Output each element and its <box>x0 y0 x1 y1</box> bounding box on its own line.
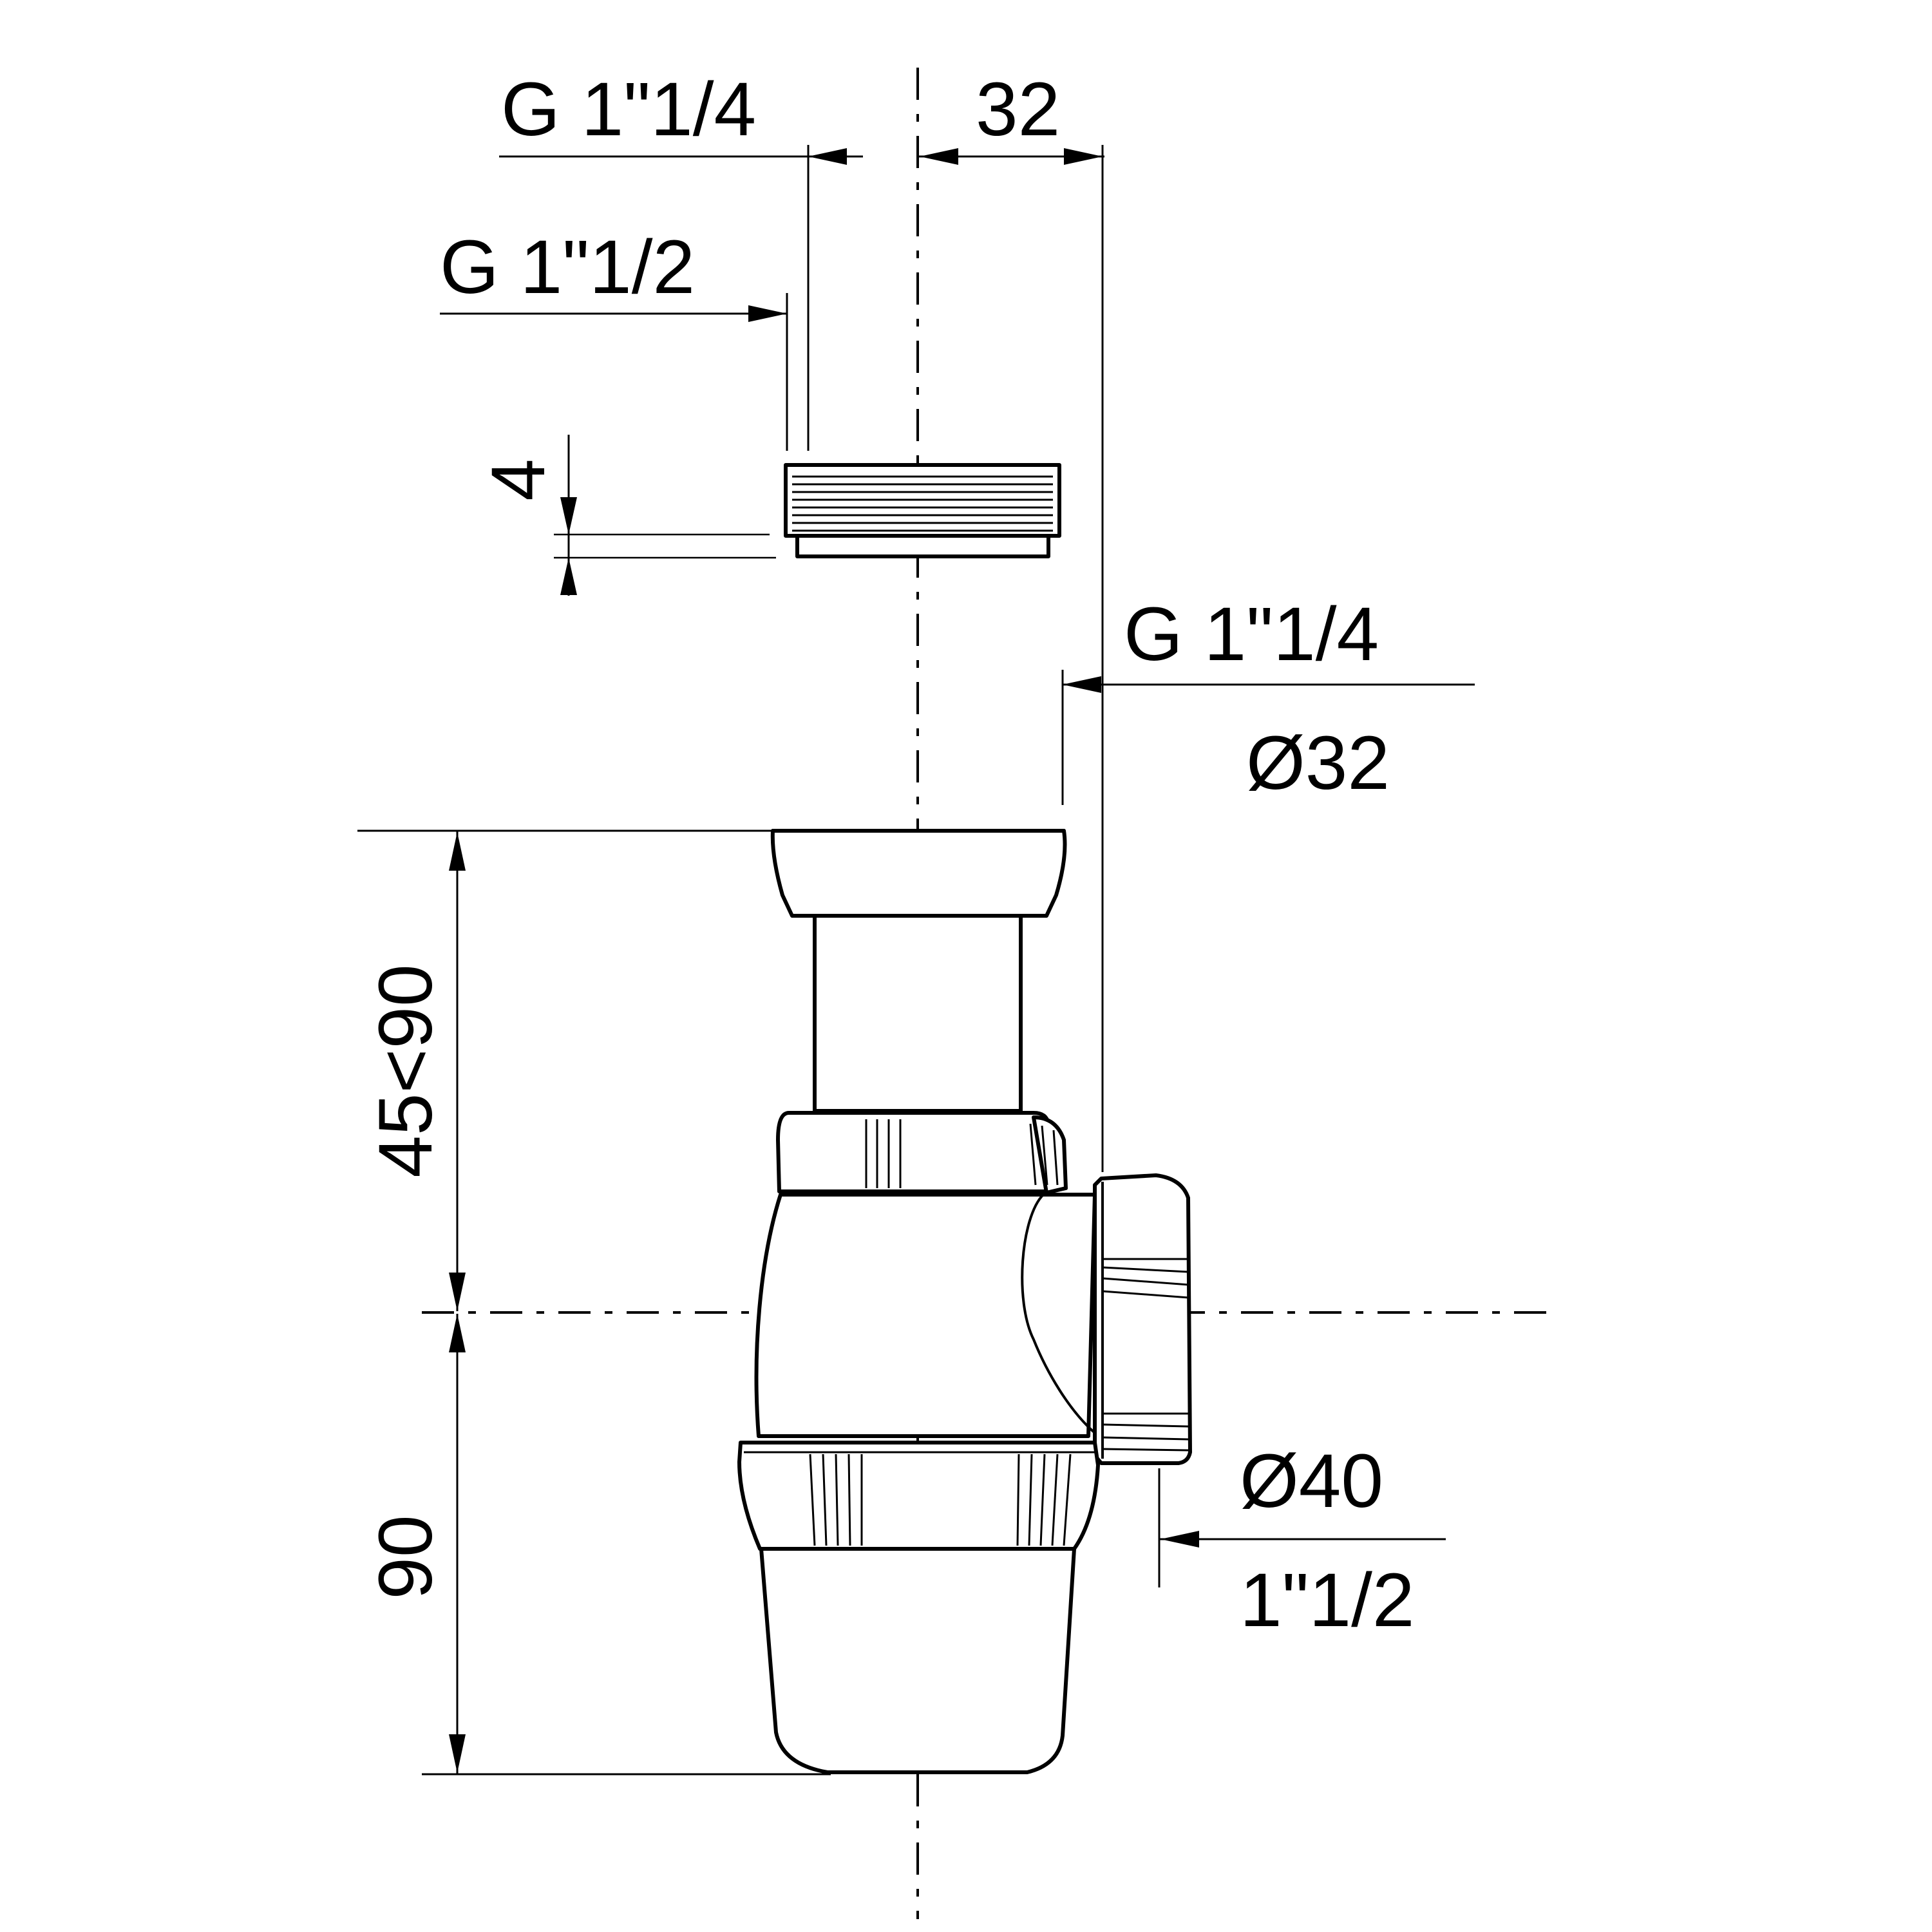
offset-label: 32 <box>976 67 1060 152</box>
bottom-cup <box>759 1547 1076 1774</box>
dim-depth-90: 90 <box>363 1314 831 1776</box>
dim-height-range: 45<90 <box>357 829 773 1311</box>
inlet-flange <box>770 829 1067 918</box>
side-outlet-nut <box>1093 1173 1192 1465</box>
inlet-thread-label: G 1"1/4 <box>1124 592 1379 677</box>
inlet-diameter-label: Ø32 <box>1246 721 1390 806</box>
outer-thread-label: G 1"1/2 <box>440 225 695 310</box>
thread-nut <box>784 463 1061 558</box>
siphon-body <box>754 1193 1098 1438</box>
dim-top-thread: G 1"1/4 <box>499 67 863 451</box>
middle-coupling-ring <box>776 1111 1068 1195</box>
outlet-thread-label: 1"1/2 <box>1240 1558 1415 1643</box>
top-thread-label: G 1"1/4 <box>501 67 756 152</box>
washer-label: 4 <box>476 459 561 501</box>
dim-offset-32: 32 <box>918 67 1104 1172</box>
outlet-diameter-label: Ø40 <box>1240 1439 1383 1524</box>
dim-outlet: Ø40 1"1/2 <box>1158 1439 1446 1643</box>
depth-label: 90 <box>363 1515 448 1599</box>
lower-coupling-ring <box>737 1441 1100 1551</box>
dim-inlet: G 1"1/4 Ø32 <box>1061 592 1475 806</box>
vertical-tube <box>813 913 1023 1113</box>
dim-washer-4: 4 <box>476 435 776 596</box>
dim-outer-thread: G 1"1/2 <box>440 225 788 451</box>
height-range-label: 45<90 <box>363 964 448 1177</box>
